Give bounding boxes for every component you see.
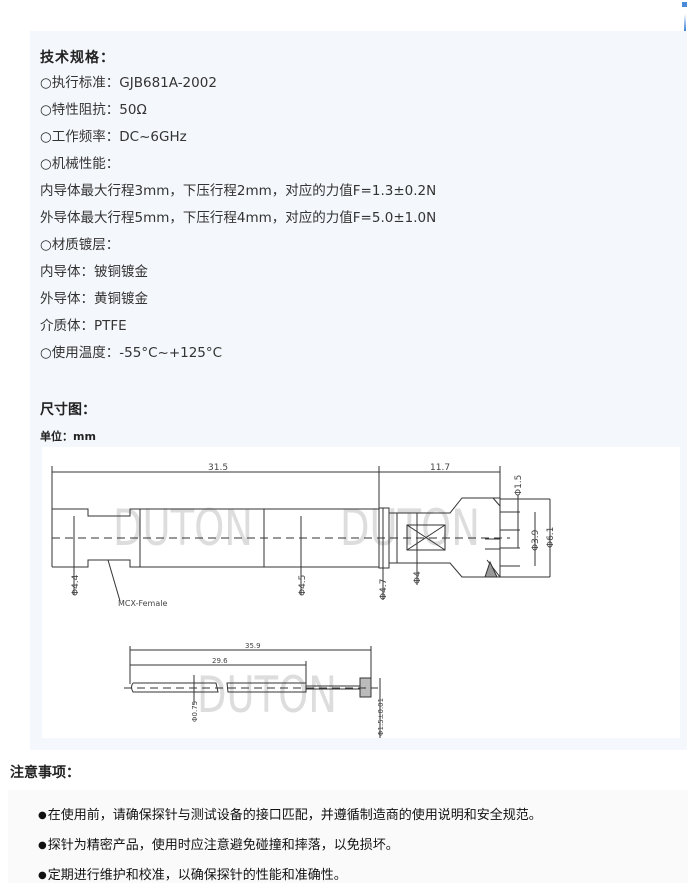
scroll-indicator[interactable] [684,14,686,31]
notice-heading: 注意事项： [10,765,80,781]
label-pin-d075: Φ0.75 [191,701,199,722]
label-d4: Φ4 [413,571,423,584]
spec-item: 内导体：铍铜镀金 [40,264,148,280]
spec-item: ○材质镀层： [40,237,120,253]
unit-label: 单位：mm [40,430,96,443]
spec-item: ○工作频率：DC~6GHz [40,129,187,145]
watermarks: DUTON DUTON DUTON [113,499,480,724]
label-d45: Φ4.5 [298,575,308,596]
dimension-drawing: DUTON DUTON DUTON 31.5 11.7 [42,447,680,740]
probe-outline [51,466,551,740]
watermark: DUTON [197,666,337,724]
notice-item: 探针为精密产品，使用时应注意避免碰撞和摔落，以免损坏。 [38,836,542,866]
label-length-main: 31.5 [208,463,228,473]
dimension-heading: 尺寸图： [40,402,96,418]
label-pin-tip: Φ1.5±0.01 [377,698,385,736]
spec-item: 外导体最大行程5mm，下压行程4mm，对应的力值F=5.0±1.0N [40,210,437,226]
spec-item: ○使用温度：-55°C~+125°C [40,345,223,361]
label-d15: Φ1.5 [514,475,524,496]
label-d47: Φ4.7 [379,579,389,600]
watermark: DUTON [113,499,253,557]
notice-item: 定期进行维护和校准，以确保探针的性能和准确性。 [38,866,542,896]
scroll-marker [682,2,687,7]
spec-item: 介质体：PTFE [40,318,127,334]
label-d61: Φ6.1 [546,527,556,548]
spec-item: 外导体：黄铜镀金 [40,291,148,307]
spec-item: ○执行标准：GJB681A-2002 [40,75,217,91]
label-pin-body: 29.6 [212,657,228,665]
label-d44: Φ4.4 [71,574,81,596]
spec-item: 内导体最大行程3mm，下压行程2mm，对应的力值F=1.3±0.2N [40,183,437,199]
notice-list: 在使用前，请确保探针与测试设备的接口匹配，并遵循制造商的使用说明和安全规范。 探… [38,806,542,896]
label-length-head: 11.7 [430,463,450,473]
spec-list: ○执行标准：GJB681A-2002 ○特性阻抗：50Ω ○工作频率：DC~6G… [40,72,436,369]
dimension-labels: 31.5 11.7 Φ4.4 Φ4.5 Φ4.7 Φ4 Φ1.5 Φ3.9 Φ6… [71,463,556,736]
label-pin-total: 35.9 [245,642,261,650]
label-d39: Φ3.9 [531,529,541,551]
spec-heading: 技术规格： [40,50,115,66]
label-connector: MCX-Female [118,599,167,608]
notice-item: 在使用前，请确保探针与测试设备的接口匹配，并遵循制造商的使用说明和安全规范。 [38,806,542,836]
spec-item: ○特性阻抗：50Ω [40,102,147,118]
spec-item: ○机械性能： [40,156,120,172]
drawing-svg: DUTON DUTON DUTON 31.5 11.7 [51,463,556,740]
